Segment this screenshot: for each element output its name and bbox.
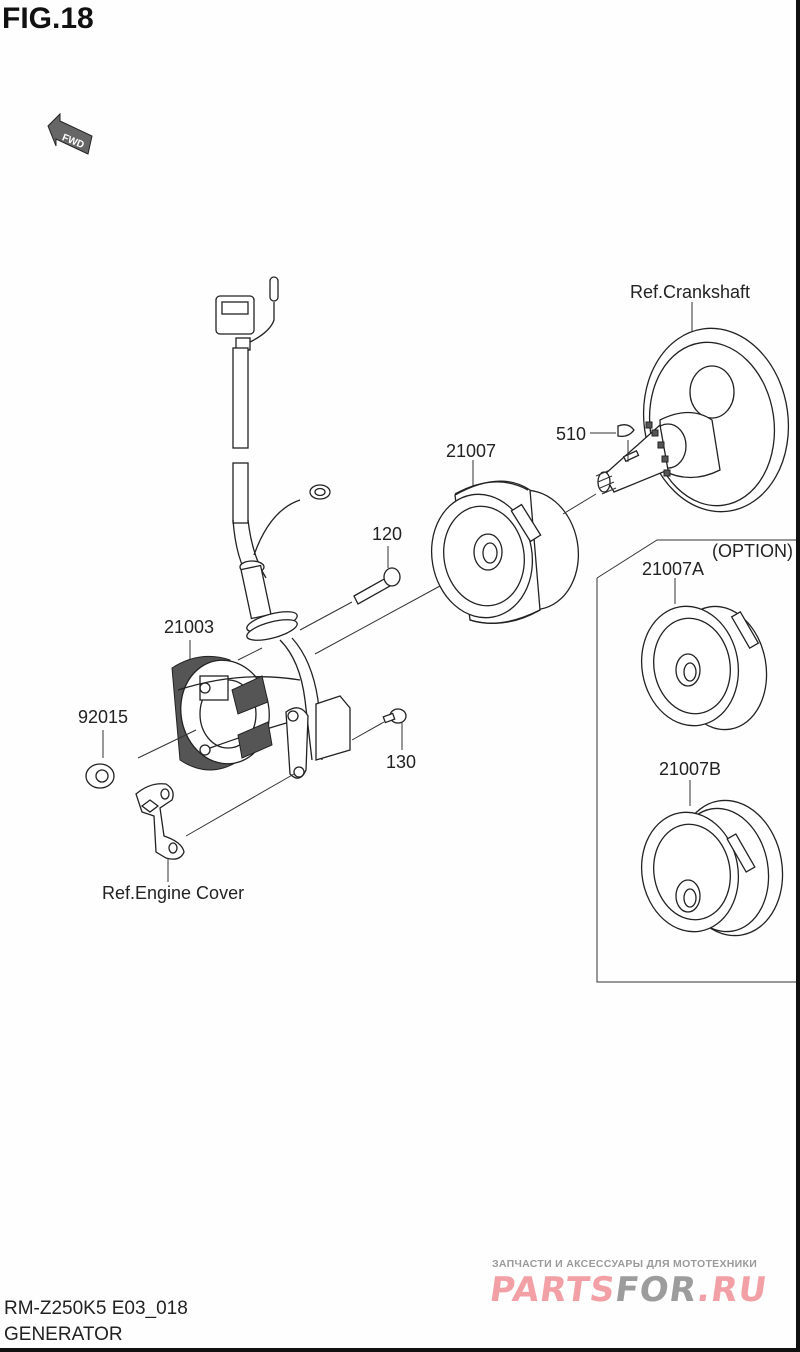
label-part-120[interactable]: 120 (372, 524, 403, 544)
watermark-logo-for: FOR (612, 1270, 701, 1310)
watermark-logo-ru: .RU (694, 1270, 770, 1310)
rotor-option-b-drawing (640, 780, 784, 937)
bolt-120-drawing (299, 546, 441, 655)
rotor-option-a-drawing (640, 578, 768, 731)
label-part-21007a[interactable]: 21007A (642, 559, 705, 579)
crankshaft-drawing (595, 302, 790, 513)
label-ref-crankshaft: Ref.Crankshaft (630, 282, 751, 302)
rotor-drawing (430, 460, 597, 624)
watermark-logo-parts: PARTS (487, 1270, 619, 1310)
engine-cover-bracket-drawing (135, 783, 185, 882)
stator-drawing (137, 640, 305, 771)
label-part-21007b[interactable]: 21007B (659, 759, 722, 779)
nut-drawing (85, 730, 115, 789)
option-box-title: (OPTION) (712, 541, 793, 561)
label-ref-engine-cover: Ref.Engine Cover (102, 883, 245, 903)
watermark-tagline: ЗАПЧАСТИ И АКСЕССУАРЫ ДЛЯ МОТОТЕХНИКИ (492, 1258, 758, 1270)
clamp-drawing (185, 695, 385, 837)
label-part-92015[interactable]: 92015 (78, 707, 129, 727)
watermark-logo: PARTSFOR.RU (487, 1270, 770, 1310)
fwd-arrow-icon: FWD (47, 112, 93, 155)
label-part-21007[interactable]: 21007 (446, 441, 497, 461)
section-name: GENERATOR (4, 1324, 123, 1345)
option-box (596, 539, 796, 983)
figure-title: FIG.18 (2, 2, 94, 35)
label-part-130[interactable]: 130 (386, 752, 417, 772)
label-part-510[interactable]: 510 (556, 424, 587, 444)
bolt-130-drawing (382, 708, 407, 750)
label-part-21003[interactable]: 21003 (164, 617, 215, 637)
woodruff-key-drawing (590, 424, 635, 462)
wire-harness-drawing (215, 276, 331, 761)
model-code: RM-Z250K5 E03_018 (4, 1298, 188, 1319)
